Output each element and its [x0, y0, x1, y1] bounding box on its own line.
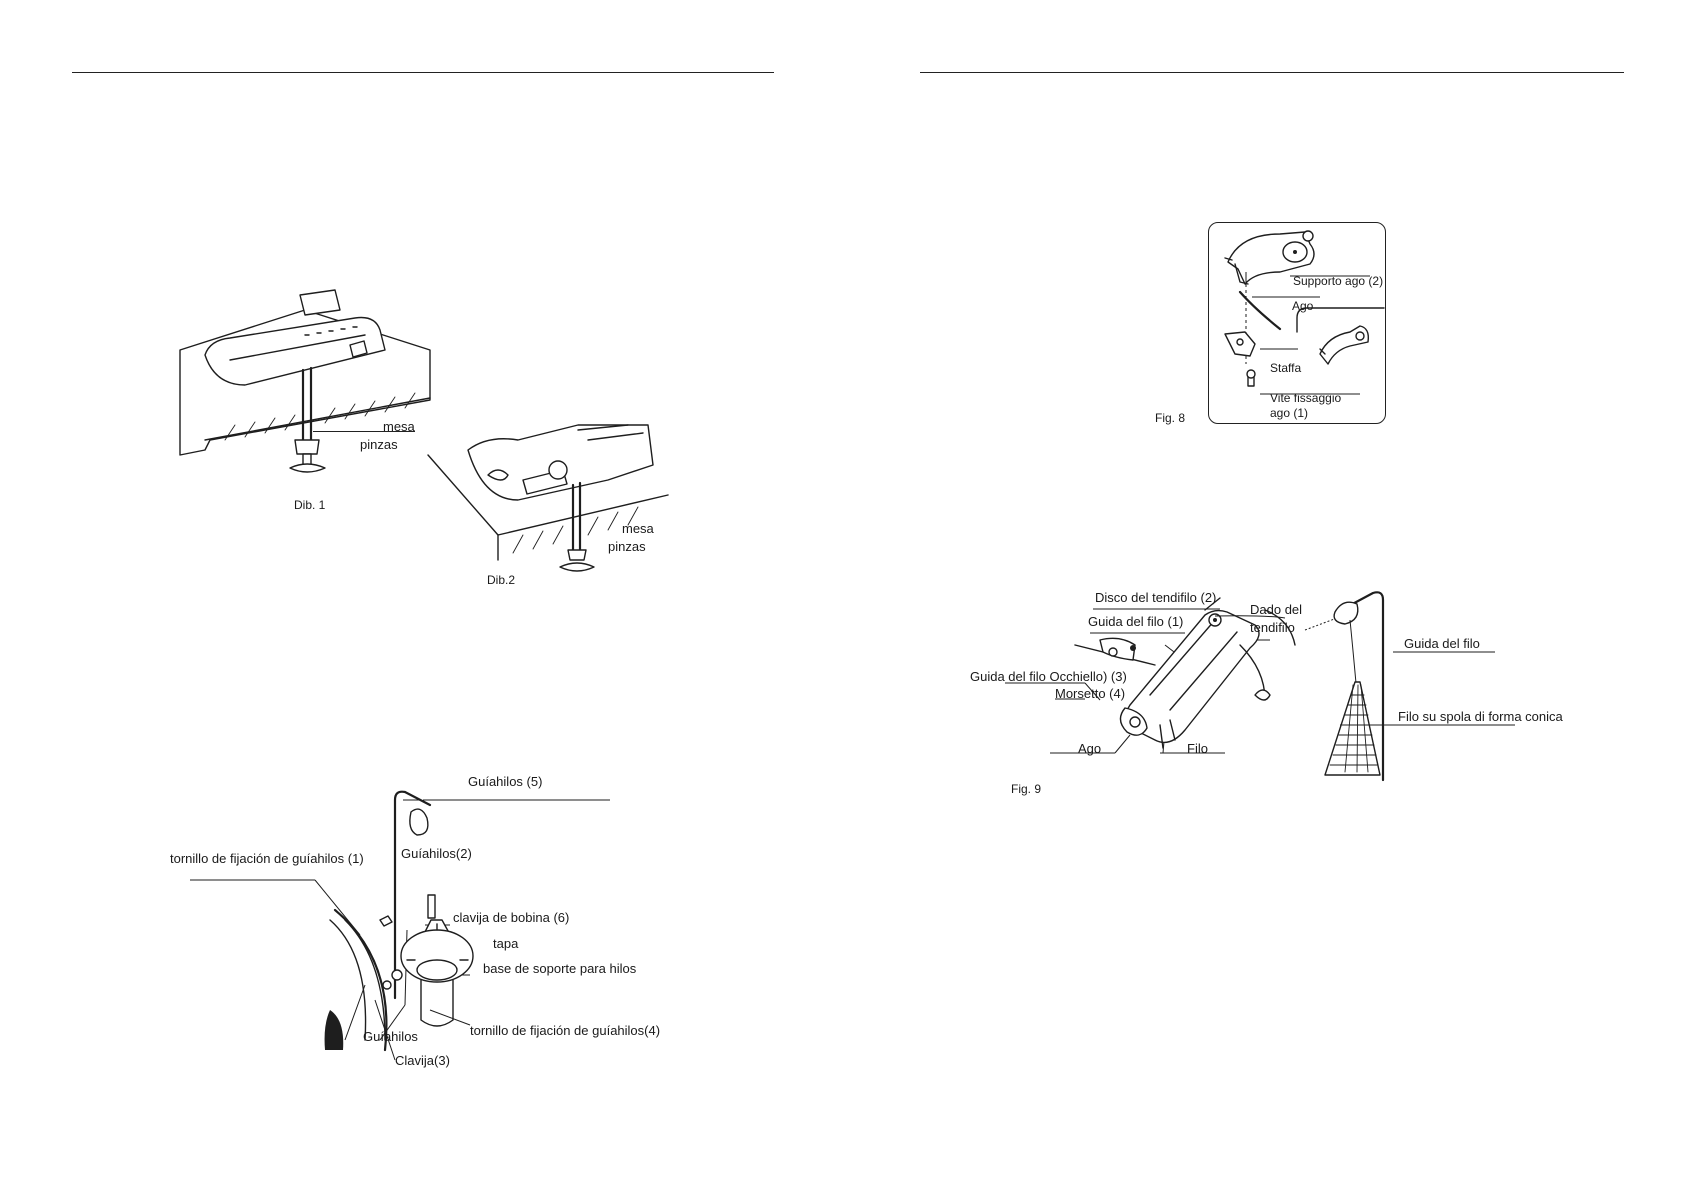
fig9-label-dado-line2: tendifilo: [1250, 620, 1295, 635]
fig9-label-guida-filo: Guida del filo: [1404, 636, 1480, 651]
dib1-label-mesa: mesa: [383, 419, 415, 434]
fig9-label-guida-occhiello: Guida del filo Occhiello) (3): [970, 669, 1127, 684]
label-guiahilos-2: Guíahilos(2): [401, 846, 472, 861]
fig8-label-staffa: Staffa: [1270, 361, 1302, 375]
label-guiahilos-5: Guíahilos (5): [468, 774, 543, 789]
fig9-label-morsetto: Morsetto (4): [1055, 686, 1126, 701]
dib1-illustration: [175, 290, 435, 495]
fig9-label-guida-filo-1: Guida del filo (1): [1088, 614, 1184, 629]
left-page-header-rule: [72, 72, 774, 73]
fig9-label-dado-line1: Dado del: [1250, 602, 1303, 617]
label-clavija-3: Clavija(3): [395, 1053, 450, 1068]
label-tornillo-1: tornillo de fijación de guíahilos (1): [170, 851, 364, 866]
fig9-caption: Fig. 9: [1011, 782, 1042, 796]
fig9-label-ago: Ago: [1078, 741, 1102, 756]
fig9-label-filo-spola: Filo su spola di forma conica: [1398, 709, 1563, 724]
dib1-label-pinzas: pinzas: [360, 437, 398, 452]
thread-stand-illustration: [185, 770, 665, 1080]
fig9-label-filo: Filo: [1187, 741, 1208, 756]
dib2-label-pinzas: pinzas: [608, 539, 646, 554]
dib1-caption: Dib. 1: [294, 498, 326, 512]
fig8-label-vite-line2: ago (1): [1270, 406, 1309, 420]
label-tapa: tapa: [493, 936, 519, 951]
label-guiahilos: Guíahilos: [363, 1029, 418, 1044]
fig8-label-supporto-ago: Supporto ago (2): [1293, 274, 1384, 288]
fig9-illustration: [965, 590, 1585, 790]
fig8-caption: Fig. 8: [1155, 411, 1186, 425]
fig9-label-disco-tendifilo: Disco del tendifilo (2): [1095, 590, 1217, 605]
right-page-header-rule: [920, 72, 1624, 73]
dib2-caption: Dib.2: [487, 573, 516, 587]
fig8-label-vite-line1: Vite fissaggio: [1270, 391, 1342, 405]
label-clavija-bobina-6: clavija de bobina (6): [453, 910, 570, 925]
label-base-soporte: base de soporte para hilos: [483, 961, 637, 976]
label-tornillo-4: tornillo de fijación de guíahilos(4): [470, 1023, 661, 1038]
dib2-label-mesa: mesa: [622, 521, 654, 536]
dib2-illustration: [428, 425, 668, 580]
fig8-illustration: [1210, 224, 1384, 422]
fig8-label-ago: Ago: [1292, 299, 1314, 313]
